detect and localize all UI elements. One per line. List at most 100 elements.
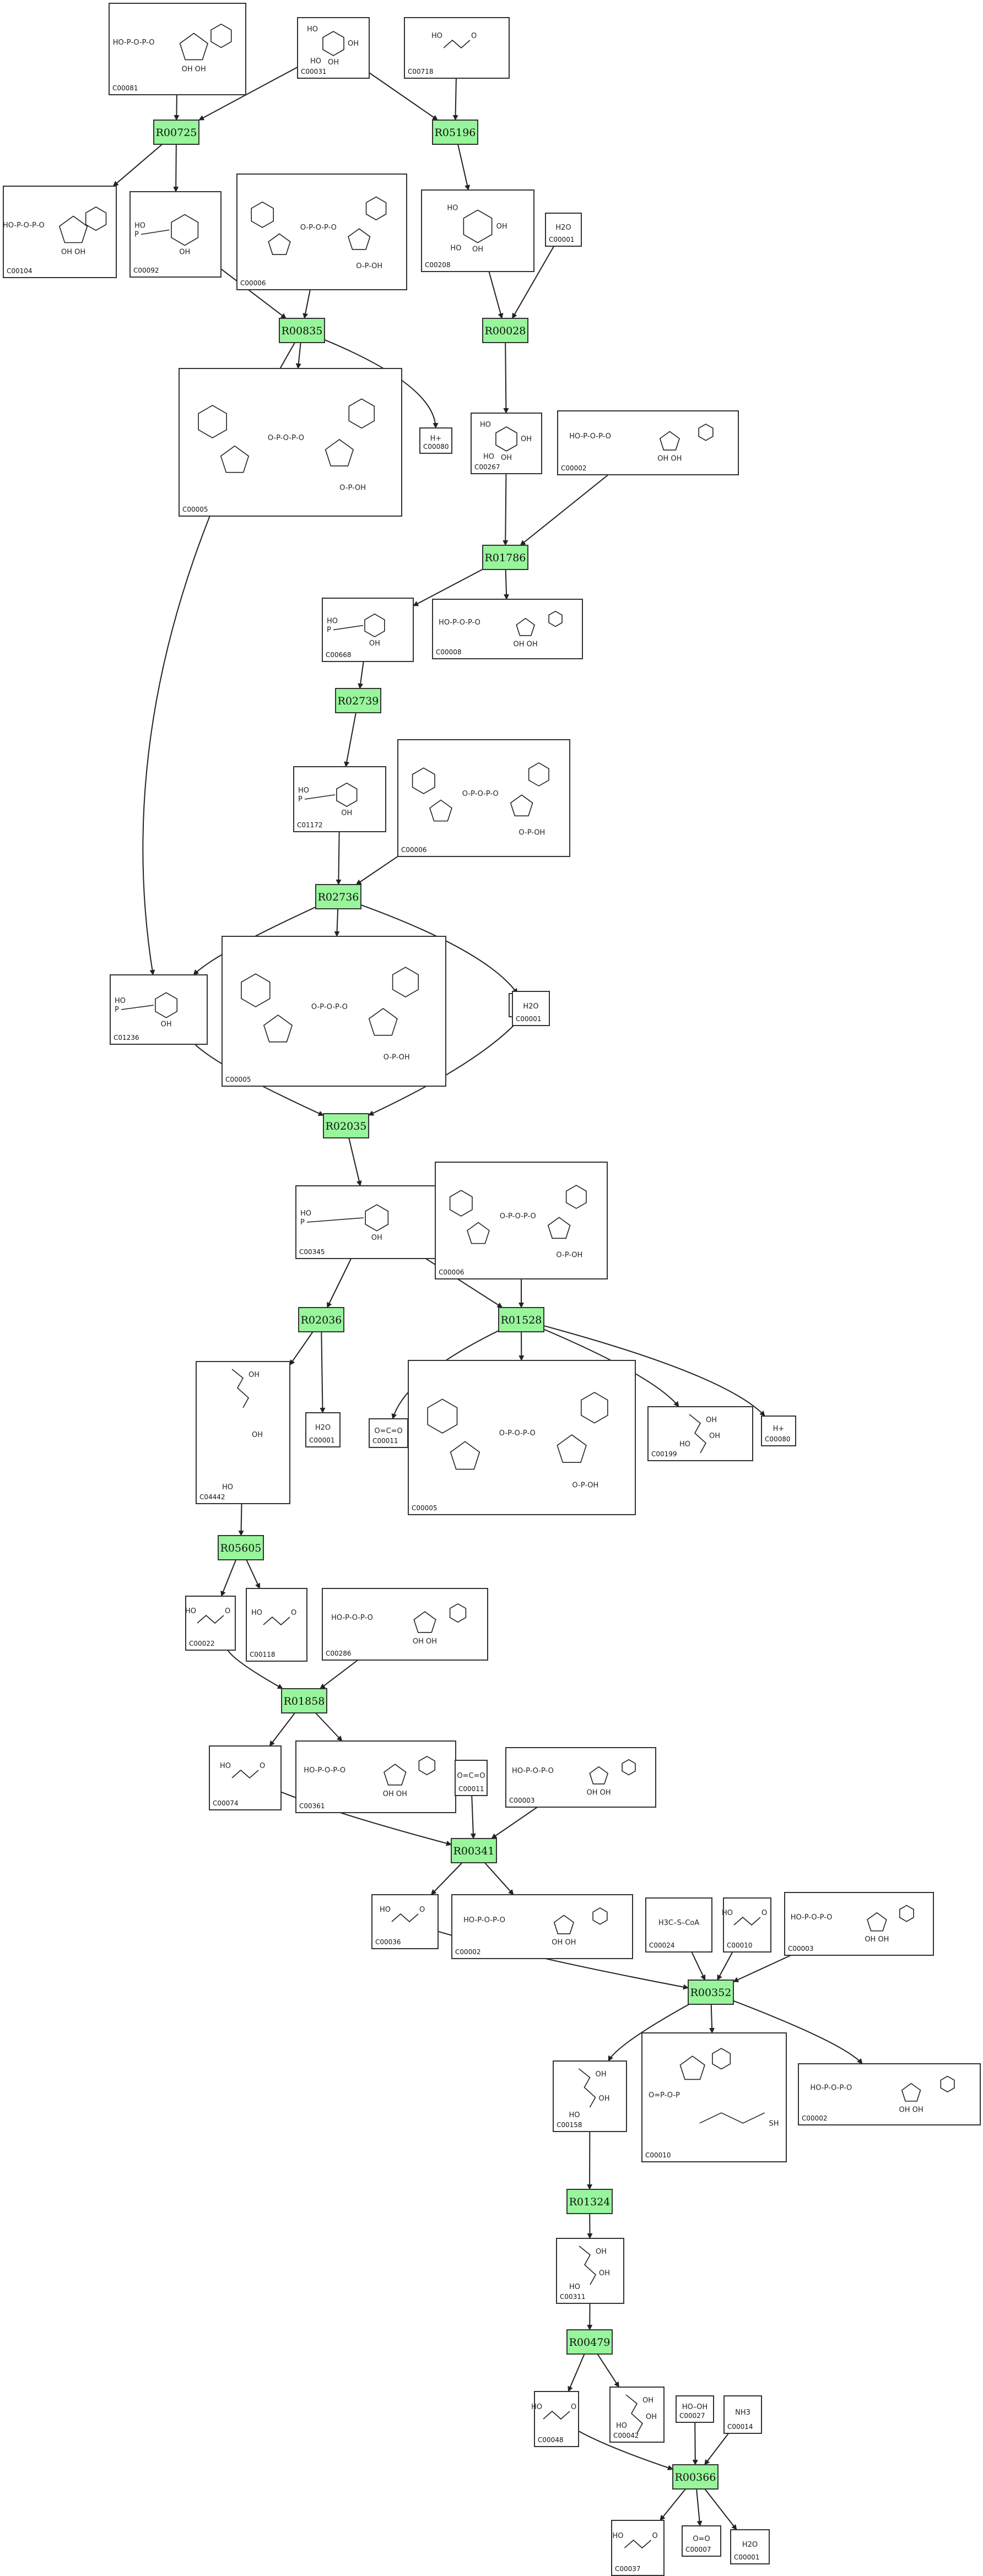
svg-text:O: O: [761, 1909, 767, 1917]
reaction-R00028[interactable]: R00028: [482, 318, 528, 343]
svg-text:HO: HO: [569, 2111, 580, 2119]
compound-id-label: C00014: [727, 2423, 753, 2431]
reaction-R00725[interactable]: R00725: [153, 120, 199, 145]
reaction-R00835[interactable]: R00835: [279, 318, 325, 343]
reaction-R01858[interactable]: R01858: [281, 1688, 327, 1713]
svg-text:HO: HO: [115, 997, 126, 1005]
svg-text:HO: HO: [327, 617, 338, 626]
reaction-R05605[interactable]: R05605: [218, 1535, 264, 1560]
edge-c44-r16: [578, 2431, 673, 2471]
edge-r13-c41: [709, 2004, 715, 2033]
reaction-R01528[interactable]: R01528: [498, 1307, 544, 1332]
reaction-R00366[interactable]: R00366: [672, 2464, 719, 2490]
reaction-R02736[interactable]: R02736: [315, 884, 361, 909]
compound-id-label: C00006: [439, 1268, 465, 1276]
reaction-R00341[interactable]: R00341: [451, 1838, 497, 1863]
compound-id-label: C00005: [225, 1076, 251, 1083]
reaction-R00479[interactable]: R00479: [566, 2329, 613, 2355]
svg-text:O-P-OH: O-P-OH: [356, 262, 382, 270]
compound-box: [3, 186, 117, 278]
reaction-id-label: R00341: [453, 1845, 495, 1857]
reaction-box: [432, 120, 478, 145]
svg-text:OH: OH: [161, 1021, 172, 1029]
reaction-box: [672, 2464, 719, 2490]
reaction-R02739[interactable]: R02739: [335, 688, 381, 713]
edge-c0-r0: [174, 94, 180, 121]
compound-id-label: C00003: [788, 1945, 814, 1953]
compound-C00080[interactable]: H+C00080: [761, 1416, 796, 1446]
reaction-R01324[interactable]: R01324: [566, 2189, 613, 2214]
compound-id-label: C00037: [615, 2565, 641, 2573]
compound-box: [723, 1897, 771, 1953]
reaction-R02036[interactable]: R02036: [298, 1307, 344, 1332]
svg-text:HO: HO: [220, 1762, 231, 1770]
reaction-R00352[interactable]: R00352: [688, 1980, 734, 2005]
compound-formula: O=C=O: [457, 1772, 485, 1780]
compound-box: [611, 2520, 665, 2576]
reaction-R05196[interactable]: R05196: [432, 120, 478, 145]
svg-text:O-P-OH: O-P-OH: [556, 1251, 582, 1260]
compound-box: [505, 1747, 656, 1808]
compound-id-label: C01236: [114, 1034, 139, 1042]
reaction-R02035[interactable]: R02035: [323, 1113, 369, 1138]
compound-box: [761, 1416, 796, 1446]
svg-text:SH: SH: [769, 2119, 779, 2128]
svg-text:OH: OH: [646, 2413, 657, 2421]
reaction-id-label: R00028: [485, 325, 526, 337]
reaction-R01786[interactable]: R01786: [482, 545, 528, 570]
edge-r10-c28: [220, 1559, 237, 1597]
edge-r6-c18: [360, 904, 518, 994]
svg-text:OH: OH: [369, 639, 380, 648]
compound-C00080[interactable]: H+C00080: [419, 427, 452, 454]
edge-r4-c13: [504, 569, 510, 600]
